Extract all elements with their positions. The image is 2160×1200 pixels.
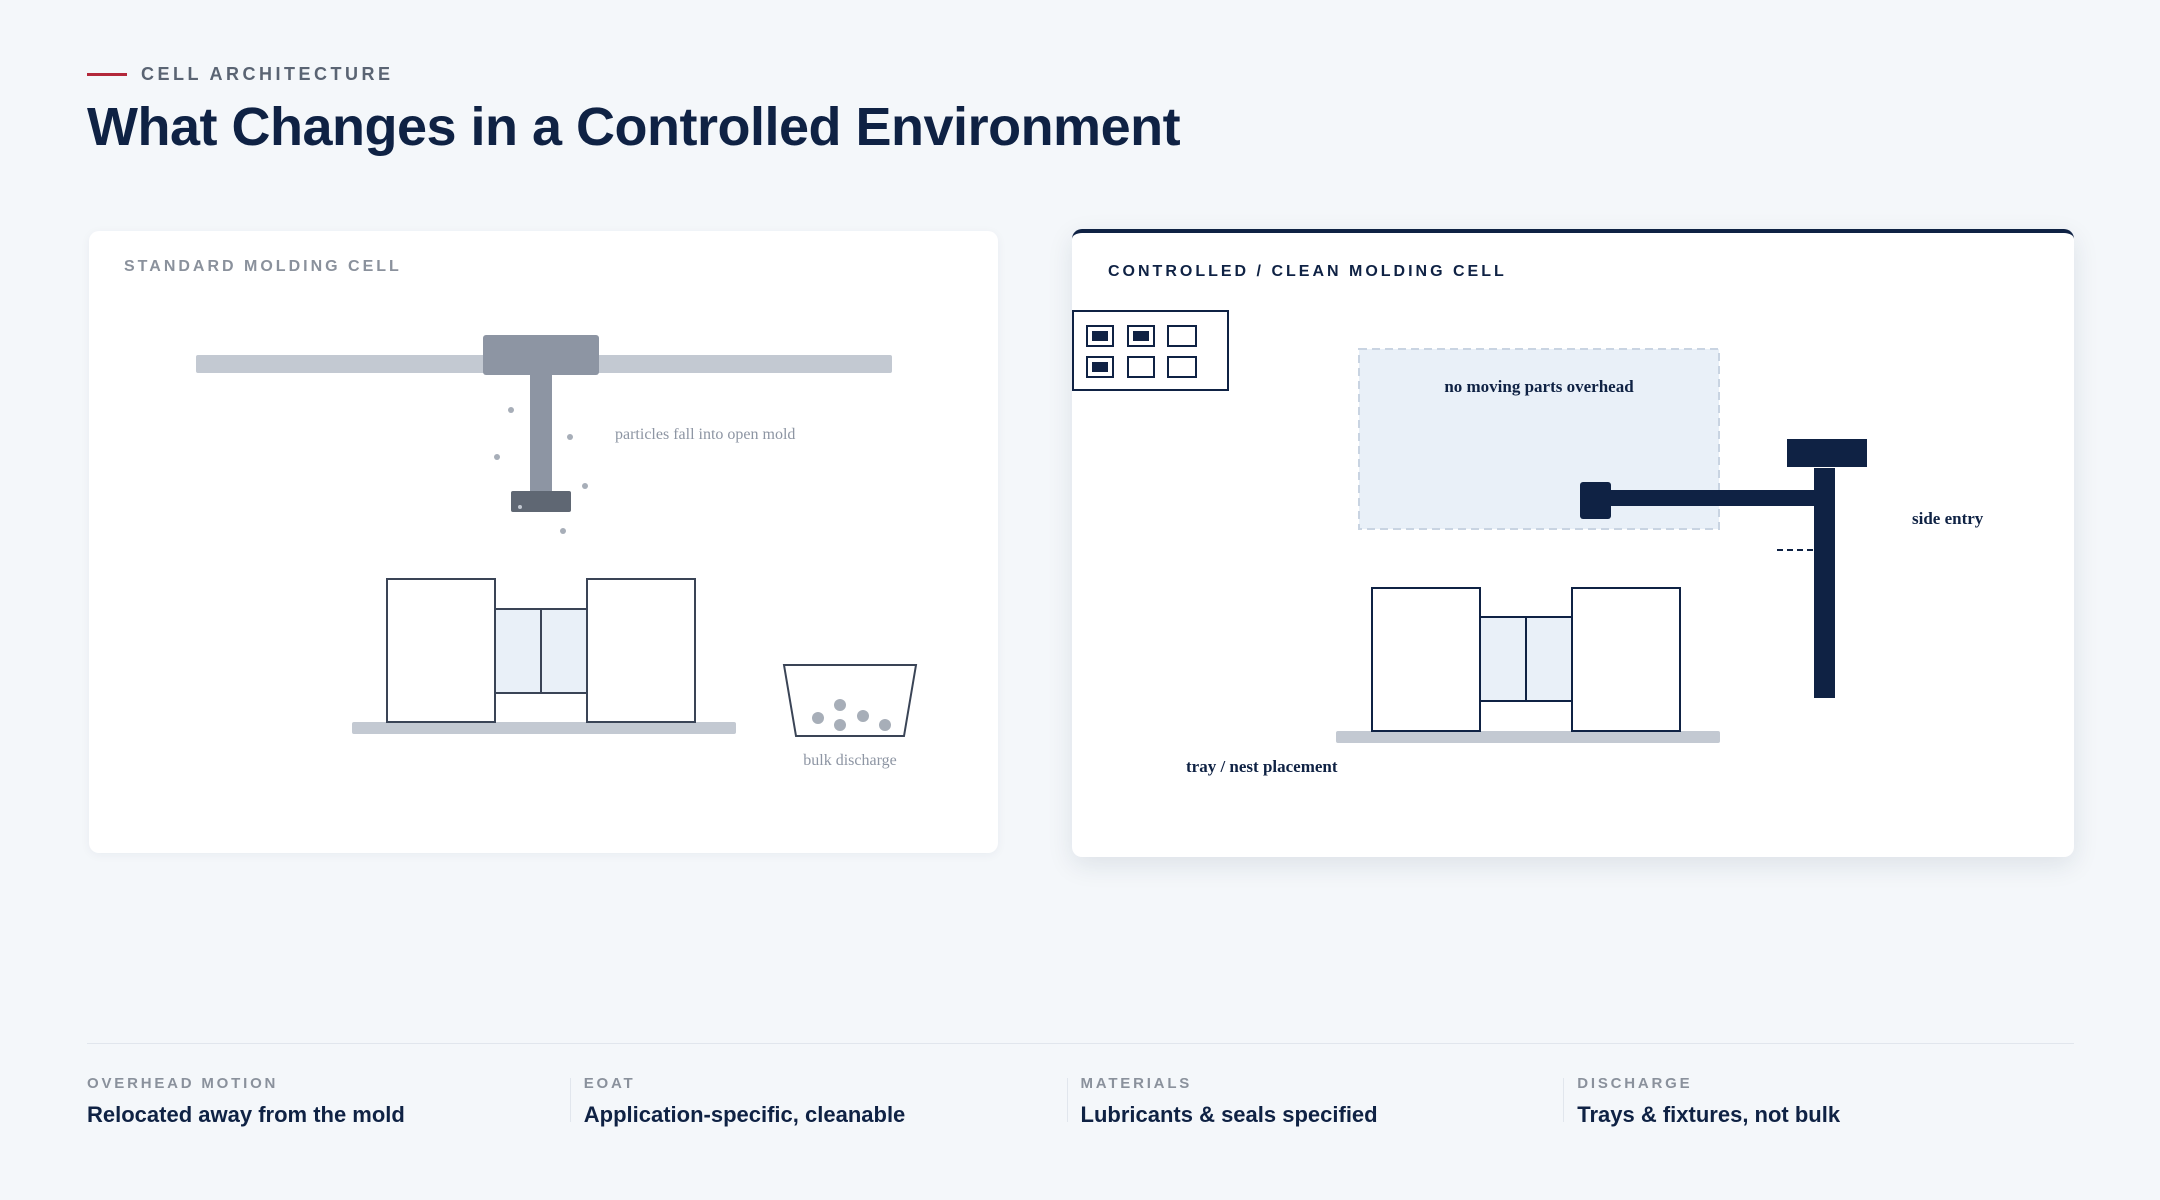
tray-frame — [1072, 310, 1229, 391]
mold-platen-left — [1371, 587, 1481, 732]
stat-divider — [1563, 1078, 1565, 1122]
tray-part — [1092, 331, 1108, 341]
clean-cell-panel: CONTROLLED / CLEAN MOLDING CELL no movin… — [1072, 229, 2074, 857]
gripper-dot — [518, 505, 522, 509]
particle — [560, 528, 566, 534]
standard-cell-panel: STANDARD MOLDING CELL particles fall int… — [89, 231, 998, 853]
stat-divider — [569, 1078, 571, 1122]
standard-cell-label: STANDARD MOLDING CELL — [124, 258, 402, 275]
gripper — [511, 491, 571, 512]
vertical-arm — [530, 375, 552, 497]
stat-label: DISCHARGE — [1577, 1075, 1693, 1092]
footer-stats: OVERHEAD MOTION Relocated away from the … — [87, 1075, 2074, 1135]
tray-nest-empty — [1167, 356, 1197, 378]
stat-discharge: DISCHARGE Trays & fixtures, not bulk — [1563, 1075, 2074, 1135]
stat-label: EOAT — [583, 1075, 636, 1092]
page-title: What Changes in a Controlled Environment — [87, 97, 1181, 157]
stat-value: Trays & fixtures, not bulk — [1577, 1102, 1841, 1127]
mold-platen-right — [1571, 587, 1681, 732]
robot-gripper — [1580, 482, 1611, 519]
robot-head — [1787, 439, 1867, 467]
side-entry-annotation: side entry — [1912, 509, 1984, 528]
stat-eoat: EOAT Application-specific, cleanable — [569, 1075, 1081, 1135]
particle — [567, 434, 573, 440]
bin-part — [857, 710, 869, 722]
stat-value: Lubricants & seals specified — [1080, 1102, 1378, 1127]
machine-base — [352, 722, 736, 734]
robot-arm — [1600, 490, 1825, 506]
stat-materials: MATERIALS Lubricants & seals specified — [1066, 1075, 1578, 1135]
bin-part — [834, 699, 846, 711]
stat-value: Application-specific, cleanable — [583, 1102, 906, 1127]
bin-parts — [812, 699, 891, 731]
eyebrow: CELL ARCHITECTURE — [87, 64, 394, 85]
particle — [494, 454, 500, 460]
stat-label: OVERHEAD MOTION — [87, 1075, 279, 1092]
falling-particles — [494, 407, 588, 534]
stat-label: MATERIALS — [1080, 1075, 1193, 1092]
robot-column — [1814, 468, 1835, 698]
clean-cell-diagram: no moving parts overhead side entry tray… — [1072, 310, 1984, 776]
mold-platen-left — [386, 578, 496, 723]
tray-part — [1092, 362, 1108, 372]
bin-part — [812, 712, 824, 724]
tray-nest-empty — [1167, 325, 1197, 347]
particle — [582, 483, 588, 489]
overhead-annotation: no moving parts overhead — [1444, 377, 1634, 396]
bin-part — [879, 719, 891, 731]
mold-platen-right — [586, 578, 696, 723]
bin-part — [834, 719, 846, 731]
gantry-carriage — [483, 335, 599, 375]
particles-annotation: particles fall into open mold — [615, 426, 795, 443]
stat-overhead-motion: OVERHEAD MOTION Relocated away from the … — [87, 1075, 584, 1135]
tray-nest-empty — [1127, 356, 1155, 378]
eyebrow-label: CELL ARCHITECTURE — [141, 64, 394, 84]
bulk-bin — [782, 664, 918, 737]
stat-value: Relocated away from the mold — [87, 1102, 405, 1127]
standard-cell-diagram: particles fall into open mold bulk disch… — [196, 335, 918, 769]
machine-base — [1336, 731, 1720, 743]
footer-divider — [87, 1043, 2074, 1044]
tray-placement-annotation: tray / nest placement — [1186, 757, 1338, 776]
bulk-discharge-annotation: bulk discharge — [803, 752, 896, 769]
stat-divider — [1066, 1078, 1068, 1122]
clean-cell-label: CONTROLLED / CLEAN MOLDING CELL — [1108, 263, 1507, 280]
tray-nests — [1086, 325, 1197, 378]
tray-part — [1133, 331, 1149, 341]
eyebrow-accent-line — [87, 73, 127, 76]
particle — [508, 407, 514, 413]
